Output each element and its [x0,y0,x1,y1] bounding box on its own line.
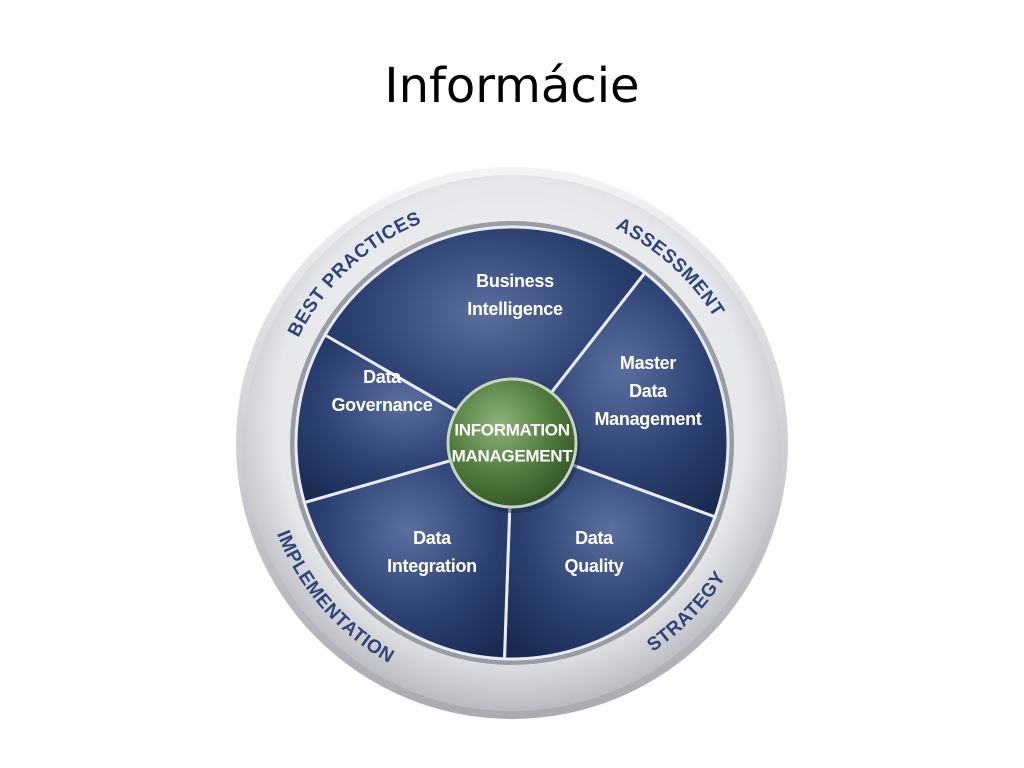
hub-label-line-2: MANAGEMENT [452,446,574,465]
segment-label-data-quality-line-2: Quality [565,556,624,576]
hub-circle [446,377,578,509]
segment-label-data-integration-line-1: Data [413,528,452,548]
segment-label-master-data-management-line-3: Management [594,409,701,429]
segment-label-master-data-management-line-2: Data [629,381,668,401]
segment-label-data-integration-line-2: Integration [387,556,477,576]
hub-label-line-1: INFORMATION [454,420,569,439]
segment-business-intelligence [322,225,648,445]
slide-title: Informácie [384,58,640,114]
segment-label-data-quality-line-1: Data [575,528,614,548]
segment-label-master-data-management-line-1: Master [620,353,677,373]
segment-label-data-governance-line-1: Data [363,367,402,387]
segment-label-data-governance-line-2: Governance [331,395,432,415]
segment-data-governance [294,332,516,505]
segment-label-business-intelligence-line-2: Intelligence [467,299,563,319]
segment-data-integration [302,440,514,661]
segment-label-business-intelligence-line-1: Business [476,271,554,291]
